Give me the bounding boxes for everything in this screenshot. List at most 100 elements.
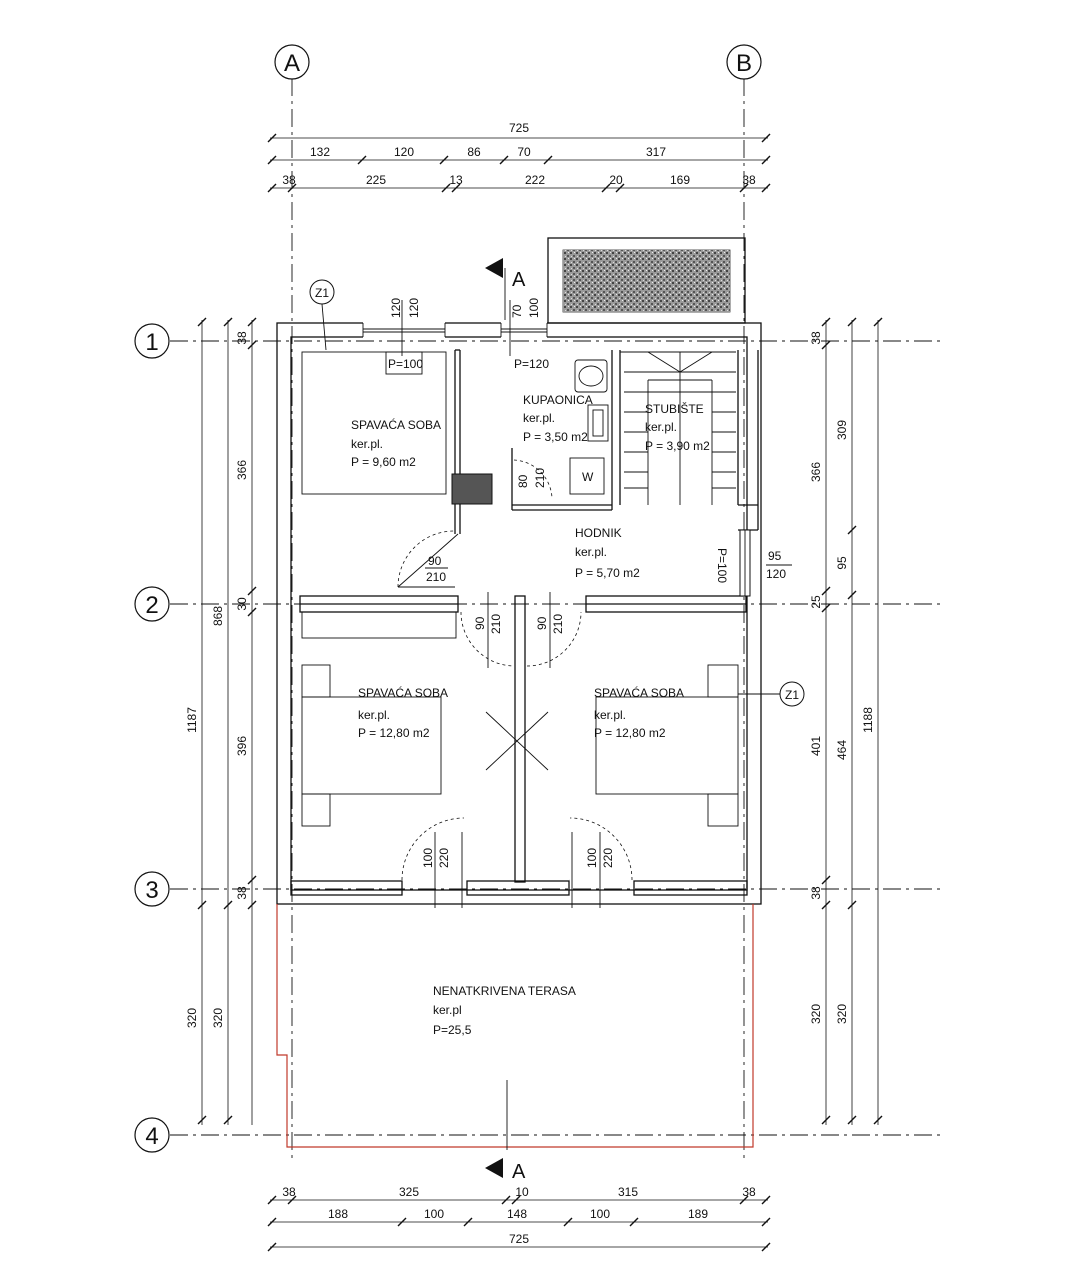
dim-bot-2-3: 100 bbox=[590, 1207, 610, 1221]
top-dimensions bbox=[267, 133, 771, 193]
w3-width: 95 bbox=[768, 549, 782, 563]
dim-left-outer-0: 1187 bbox=[185, 707, 199, 733]
bottom-dimensions bbox=[267, 1195, 771, 1252]
dim-bot-2-2: 148 bbox=[507, 1207, 527, 1221]
door-bath-height: 210 bbox=[533, 468, 547, 488]
dim-top-3-3: 222 bbox=[525, 173, 545, 187]
dim-right-inner-3: 401 bbox=[809, 736, 823, 756]
door-hall-width: 90 bbox=[428, 554, 442, 568]
dim-top-2-0: 132 bbox=[310, 145, 330, 159]
dim-top-2-2: 86 bbox=[467, 145, 481, 159]
beds bbox=[301, 351, 739, 827]
door-right-width: 90 bbox=[535, 616, 549, 630]
room-name-stairs: STUBIŠTE bbox=[645, 401, 704, 416]
bathroom-fixtures bbox=[569, 359, 609, 495]
door-hall-height: 210 bbox=[426, 570, 446, 584]
wall-tag-top: Z1 bbox=[309, 279, 335, 351]
door-right-height: 210 bbox=[551, 614, 565, 634]
room-area-bath: P = 3,50 m2 bbox=[523, 430, 588, 444]
room-floor-hall: ker.pl. bbox=[575, 545, 607, 559]
axis-bubble-4: 4 bbox=[134, 1117, 170, 1153]
w3-sill: P=100 bbox=[715, 548, 729, 583]
dim-top-3-0: 38 bbox=[282, 173, 296, 187]
door-bath-width: 80 bbox=[516, 474, 530, 488]
axis-bubble-a: A bbox=[274, 44, 310, 80]
dim-left-outer-1: 320 bbox=[185, 1008, 199, 1028]
svg-text:A: A bbox=[284, 50, 300, 77]
door-terrace-right-width: 100 bbox=[585, 848, 599, 868]
open-to-below-mark bbox=[485, 711, 549, 771]
svg-text:3: 3 bbox=[145, 877, 158, 904]
dim-top-3-4: 20 bbox=[609, 173, 623, 187]
dim-bot-1-1: 325 bbox=[399, 1185, 419, 1199]
dim-top-overall: 725 bbox=[509, 121, 529, 135]
axis-bubble-1: 1 bbox=[134, 323, 170, 359]
dim-bot-1-3: 315 bbox=[618, 1185, 638, 1199]
dim-left-inner-4: 38 bbox=[235, 886, 249, 900]
dim-top-2-3: 70 bbox=[517, 145, 531, 159]
door-swings bbox=[397, 459, 633, 908]
svg-text:4: 4 bbox=[145, 1123, 158, 1150]
room-area-stairs: P = 3,90 m2 bbox=[645, 439, 710, 453]
w1-sill: P=100 bbox=[388, 357, 423, 371]
dim-right-mid-0: 309 bbox=[835, 420, 849, 440]
dim-left-mid-0: 868 bbox=[211, 606, 225, 626]
dim-left-inner-2: 30 bbox=[235, 597, 249, 611]
room-area-bed-3: P = 12,80 m2 bbox=[594, 726, 666, 740]
dim-right-mid-3: 320 bbox=[835, 1004, 849, 1024]
axis-bubble-b: B bbox=[726, 44, 762, 80]
dim-left-mid-1: 320 bbox=[211, 1008, 225, 1028]
side-window bbox=[739, 529, 751, 597]
dim-bot-1-4: 38 bbox=[742, 1185, 756, 1199]
dim-right-inner-5: 320 bbox=[809, 1004, 823, 1024]
interior-walls bbox=[290, 349, 759, 896]
room-name-bed-1: SPAVAĆA SOBA bbox=[351, 417, 441, 432]
svg-text:Z1: Z1 bbox=[785, 688, 799, 702]
room-floor-bed-3: ker.pl. bbox=[594, 708, 626, 722]
axis-bubble-2: 2 bbox=[134, 586, 170, 622]
room-area-bed-1: P = 9,60 m2 bbox=[351, 455, 416, 469]
top-wall-openings bbox=[362, 322, 548, 338]
room-name-bed-2: SPAVAĆA SOBA bbox=[358, 685, 448, 700]
w1-height: 120 bbox=[407, 298, 421, 318]
axis-bubble-3: 3 bbox=[134, 871, 170, 907]
washer-label: W bbox=[582, 470, 594, 484]
grid-axes bbox=[170, 78, 940, 1160]
dim-left-inner-3: 396 bbox=[235, 736, 249, 756]
room-floor-bed-1: ker.pl. bbox=[351, 437, 383, 451]
dim-right-mid-2: 464 bbox=[835, 740, 849, 760]
door-terrace-left-width: 100 bbox=[421, 848, 435, 868]
svg-text:2: 2 bbox=[145, 592, 158, 619]
right-dimensions bbox=[821, 317, 883, 1125]
room-area-hall: P = 5,70 m2 bbox=[575, 566, 640, 580]
dim-bot-2-1: 100 bbox=[424, 1207, 444, 1221]
left-dimensions bbox=[197, 317, 257, 1125]
staircase bbox=[620, 351, 736, 505]
roof-element bbox=[547, 237, 746, 324]
dim-bot-1-2: 10 bbox=[515, 1185, 529, 1199]
svg-text:1: 1 bbox=[145, 329, 158, 356]
dim-top-2-4: 317 bbox=[646, 145, 666, 159]
section-marker-bottom: A bbox=[485, 1158, 526, 1183]
door-terrace-left-height: 220 bbox=[437, 848, 451, 868]
dim-top-3-1: 225 bbox=[366, 173, 386, 187]
dim-right-mid-1: 95 bbox=[835, 556, 849, 570]
w1-width: 120 bbox=[389, 298, 403, 318]
svg-text:A: A bbox=[512, 1161, 526, 1183]
room-area-bed-2: P = 12,80 m2 bbox=[358, 726, 430, 740]
terrace-outline bbox=[276, 904, 754, 1150]
w2-sill: P=120 bbox=[514, 357, 549, 371]
dim-top-2-1: 120 bbox=[394, 145, 414, 159]
room-name-bed-3: SPAVAĆA SOBA bbox=[594, 685, 684, 700]
dim-left-inner-1: 366 bbox=[235, 460, 249, 480]
dim-bot-2-4: 189 bbox=[688, 1207, 708, 1221]
dim-bot-2-0: 188 bbox=[328, 1207, 348, 1221]
room-name-terrace: NENATKRIVENA TERASA bbox=[433, 984, 576, 998]
dim-top-3-5: 169 bbox=[670, 173, 690, 187]
svg-text:B: B bbox=[736, 50, 752, 77]
room-floor-bath: ker.pl. bbox=[523, 411, 555, 425]
w2-width: 70 bbox=[510, 304, 524, 318]
section-marker-top: A bbox=[485, 258, 526, 320]
dim-left-inner-0: 38 bbox=[235, 331, 249, 345]
